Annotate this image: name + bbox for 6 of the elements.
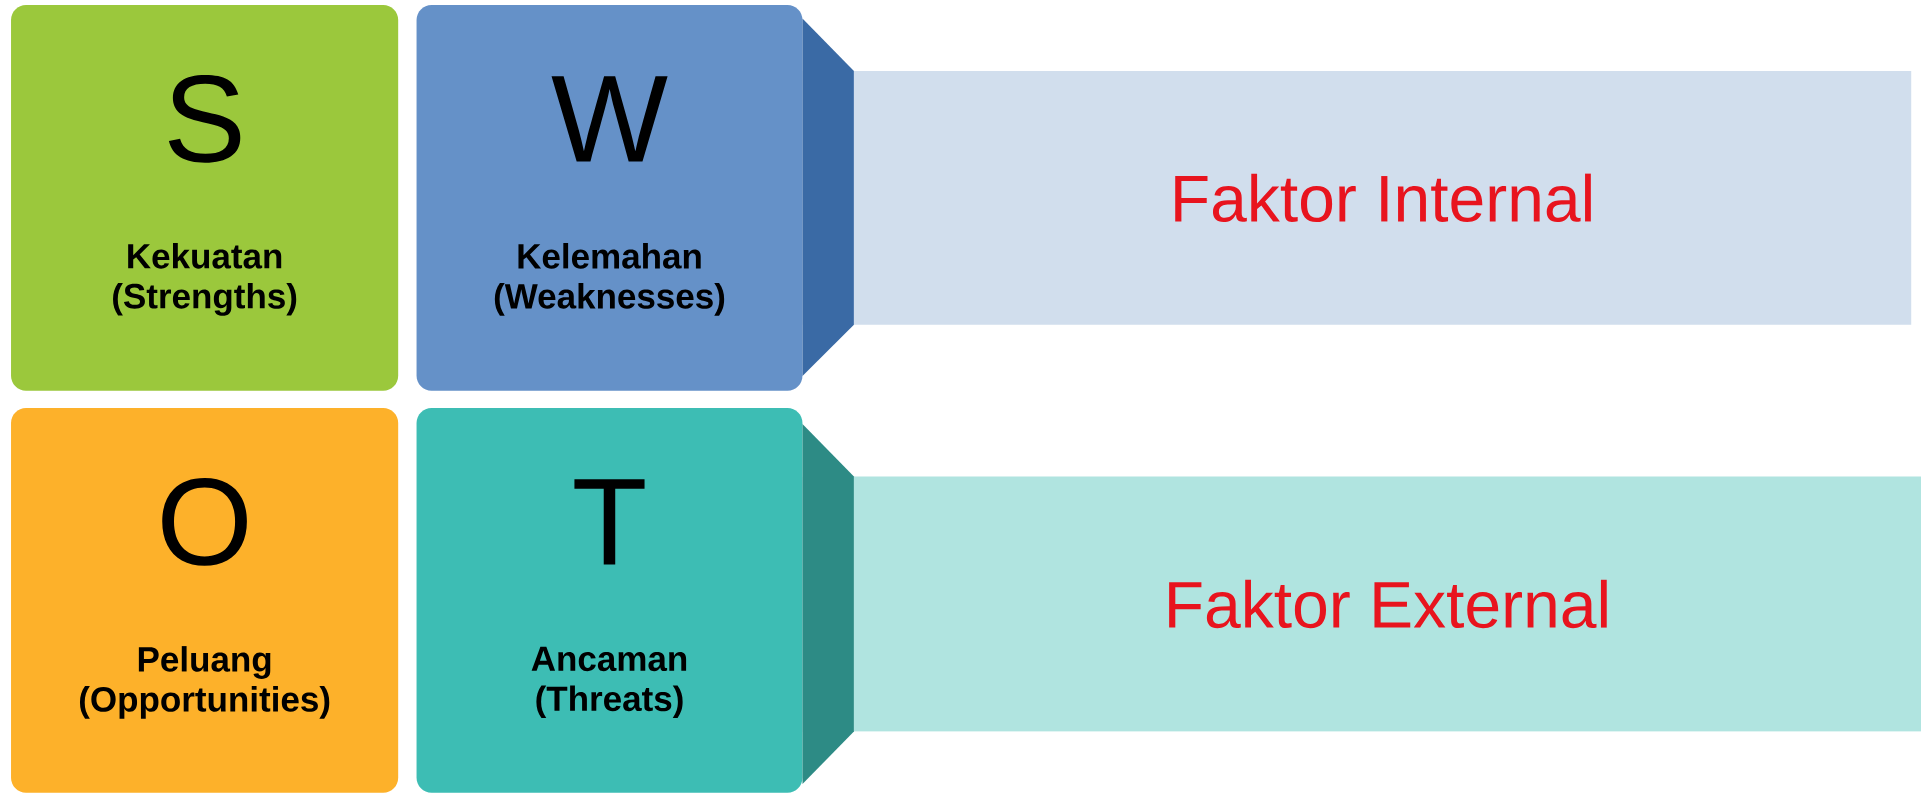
factor-band: Faktor Internal	[802, 18, 1912, 377]
swot-card: O Peluang (Opportunities)	[11, 407, 399, 793]
swot-card: T Ancaman (Threats)	[416, 407, 803, 793]
swot-card: W Kelemahan (Weaknesses)	[416, 4, 803, 391]
factor-band: Faktor External	[802, 423, 1921, 785]
swot-card: S Kekuatan (Strengths)	[11, 4, 399, 391]
